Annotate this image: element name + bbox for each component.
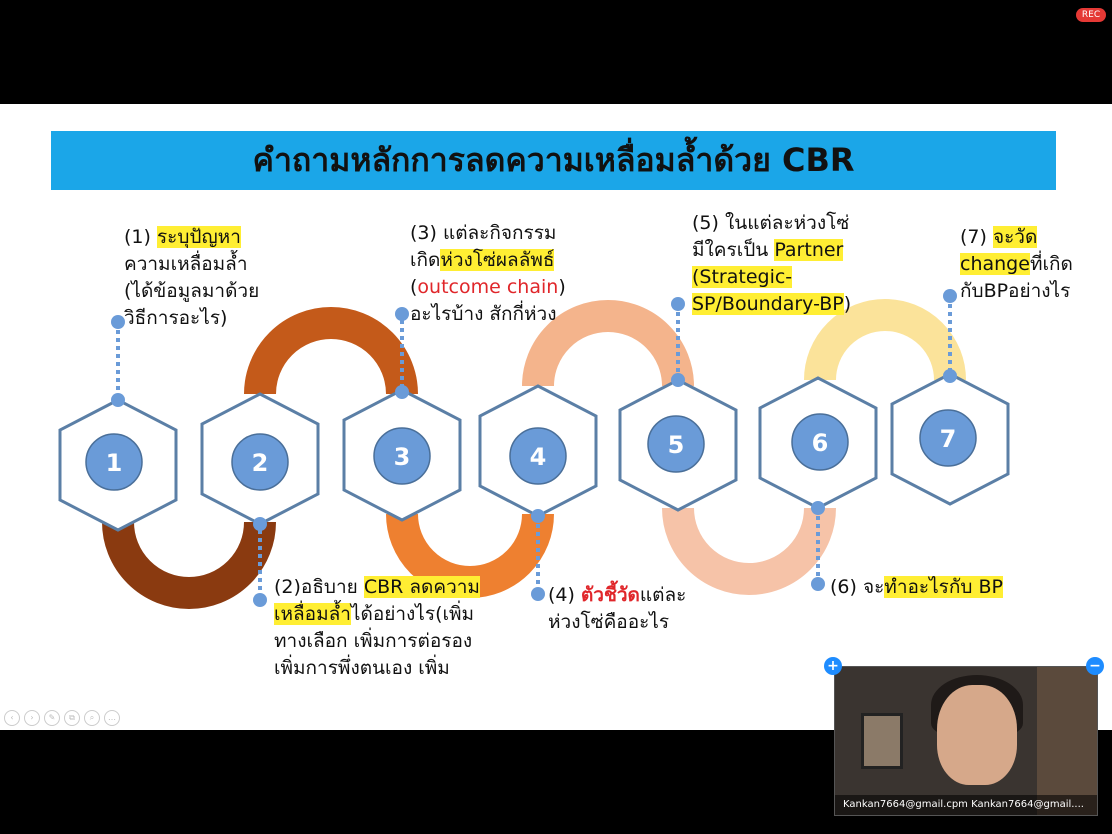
note7-prefix: (7) bbox=[960, 226, 993, 248]
note1-prefix: (1) bbox=[124, 226, 157, 248]
step-circle-7 bbox=[919, 409, 977, 467]
arc-6-7 bbox=[804, 299, 966, 381]
recording-badge: REC bbox=[1076, 8, 1106, 22]
step-number-3: 3 bbox=[394, 443, 411, 471]
slide-title: คำถามหลักการลดความเหลื่อมล้ำด้วย CBR bbox=[252, 141, 855, 179]
participant-name-label: Kankan7664@gmail.cpm Kankan7664@gmail...… bbox=[835, 795, 1097, 815]
slide-navigation-toolbar: ‹ › ✎ ⧉ ⌕ … bbox=[4, 710, 120, 726]
step-circle-2 bbox=[231, 433, 289, 491]
note1-line2: ความเหลื่อมล้ำ bbox=[124, 253, 248, 275]
connector-dot-1b bbox=[111, 393, 125, 407]
note1-line3: (ได้ข้อมูลมาด้วย bbox=[124, 280, 260, 302]
connector-dot-4a bbox=[531, 509, 545, 523]
arc-1-2 bbox=[102, 521, 276, 609]
note3-open: ( bbox=[410, 276, 418, 298]
slide-title-bar: คำถามหลักการลดความเหลื่อมล้ำด้วย CBR bbox=[51, 131, 1056, 190]
arc-2-3 bbox=[244, 307, 418, 395]
connector-dot-2a bbox=[253, 517, 267, 531]
note2-line4: เพิ่มการพึ่งตนเอง เพิ่ม bbox=[274, 657, 450, 679]
step-number-7: 7 bbox=[940, 425, 957, 453]
step-number-5: 5 bbox=[668, 431, 685, 459]
note7-line3: กับBPอย่างไร bbox=[960, 280, 1071, 302]
note-step-3: (3) แต่ละกิจกรรม เกิดห่วงโซ่ผลลัพธ์ (out… bbox=[410, 220, 566, 328]
video-background-shelf bbox=[1037, 667, 1097, 815]
connector-dot-5a bbox=[671, 297, 685, 311]
note3-line4: อะไรบ้าง สักกี่ห่วง bbox=[410, 303, 557, 325]
note4-line2: ห่วงโซ่คืออะไร bbox=[548, 611, 670, 633]
arc-3-4 bbox=[386, 513, 554, 598]
pen-icon[interactable]: ✎ bbox=[44, 710, 60, 726]
note7-highlight2: change bbox=[960, 253, 1030, 275]
more-options-icon[interactable]: … bbox=[104, 710, 120, 726]
step-number-4: 4 bbox=[530, 443, 547, 471]
participant-face bbox=[937, 685, 1017, 785]
note-step-7: (7) จะวัด changeที่เกิด กับBPอย่างไร bbox=[960, 224, 1073, 305]
note3-pre2: เกิด bbox=[410, 249, 441, 271]
connector-dot-6a bbox=[811, 501, 825, 515]
minimize-video-icon[interactable]: − bbox=[1086, 657, 1104, 675]
note5-highlight1: Partner bbox=[774, 239, 844, 261]
note3-close: ) bbox=[558, 276, 566, 298]
note5-line1: (5) ในแต่ละห่วงโซ่ bbox=[692, 212, 850, 234]
note1-highlight: ระบุปัญหา bbox=[156, 226, 241, 248]
connector-dot-6b bbox=[811, 577, 825, 591]
note2-rest2: ได้อย่างไร(เพิ่ม bbox=[350, 603, 475, 625]
note2-line3: ทางเลือก เพิ่มการต่อรอง bbox=[274, 630, 473, 652]
step-number-6: 6 bbox=[812, 429, 829, 457]
zoom-icon[interactable]: ⌕ bbox=[84, 710, 100, 726]
note4-red: ตัวชี้วัด bbox=[580, 584, 640, 606]
note-step-5: (5) ในแต่ละห่วงโซ่ มีใครเป็น Partner (St… bbox=[692, 210, 851, 318]
note4-prefix: (4) bbox=[548, 584, 581, 606]
connector-dot-3b bbox=[395, 385, 409, 399]
add-video-icon[interactable]: + bbox=[824, 657, 842, 675]
previous-slide-icon[interactable]: ‹ bbox=[4, 710, 20, 726]
slides-grid-icon[interactable]: ⧉ bbox=[64, 710, 80, 726]
note5-highlight3: SP/Boundary-BP bbox=[692, 293, 844, 315]
video-background-frame bbox=[861, 713, 903, 769]
note7-highlight1: จะวัด bbox=[992, 226, 1038, 248]
step-number-2: 2 bbox=[252, 449, 269, 477]
connector-dot-2b bbox=[253, 593, 267, 607]
note3-highlight: ห่วงโซ่ผลลัพธ์ bbox=[440, 249, 555, 271]
note2-highlight2: เหลื่อมล้ำ bbox=[274, 603, 351, 625]
note-step-1: (1) ระบุปัญหา ความเหลื่อมล้ำ (ได้ข้อมูลม… bbox=[124, 224, 259, 332]
step-circle-5 bbox=[647, 415, 705, 473]
note5-highlight2: (Strategic- bbox=[692, 266, 793, 288]
connector-dot-7a bbox=[943, 289, 957, 303]
note5-close: ) bbox=[843, 293, 852, 315]
connector-dot-7b bbox=[943, 369, 957, 383]
next-slide-icon[interactable]: › bbox=[24, 710, 40, 726]
note2-prefix: (2)อธิบาย bbox=[274, 576, 364, 598]
step-circle-3 bbox=[373, 427, 431, 485]
note3-red: outcome chain bbox=[417, 276, 559, 298]
note-step-4: (4) ตัวชี้วัดแต่ละ ห่วงโซ่คืออะไร bbox=[548, 582, 686, 636]
participant-video-tile[interactable]: Kankan7664@gmail.cpm Kankan7664@gmail...… bbox=[834, 666, 1098, 816]
step-circle-4 bbox=[509, 427, 567, 485]
arc-4-5 bbox=[522, 300, 694, 387]
note-step-6: (6) จะทำอะไรกับ BP bbox=[830, 574, 1003, 601]
note4-rest: แต่ละ bbox=[639, 584, 687, 606]
note5-pre2: มีใครเป็น bbox=[692, 239, 775, 261]
note-step-2: (2)อธิบาย CBR ลดความ เหลื่อมล้ำได้อย่างไ… bbox=[274, 574, 480, 682]
note1-line4: วิธีการอะไร) bbox=[124, 307, 228, 329]
note6-highlight: ทำอะไรกับ BP bbox=[884, 576, 1003, 598]
arc-5-6 bbox=[662, 507, 836, 595]
mouse-pointer-icon: ↖ bbox=[0, 492, 11, 506]
note2-highlight1: CBR ลดความ bbox=[363, 576, 480, 598]
note7-rest2: ที่เกิด bbox=[1029, 253, 1073, 275]
connector-dot-5b bbox=[671, 373, 685, 387]
step-number-1: 1 bbox=[106, 449, 123, 477]
step-circle-1 bbox=[85, 433, 143, 491]
connector-dot-3a bbox=[395, 307, 409, 321]
connector-dot-1a bbox=[111, 315, 125, 329]
process-diagram: 1 2 3 4 5 6 7 bbox=[58, 289, 1010, 609]
connector-dot-4b bbox=[531, 587, 545, 601]
note3-line1: (3) แต่ละกิจกรรม bbox=[410, 222, 557, 244]
presentation-slide: คำถามหลักการลดความเหลื่อมล้ำด้วย CBR bbox=[0, 104, 1112, 730]
step-circle-6 bbox=[791, 413, 849, 471]
note6-prefix: (6) จะ bbox=[830, 576, 885, 598]
